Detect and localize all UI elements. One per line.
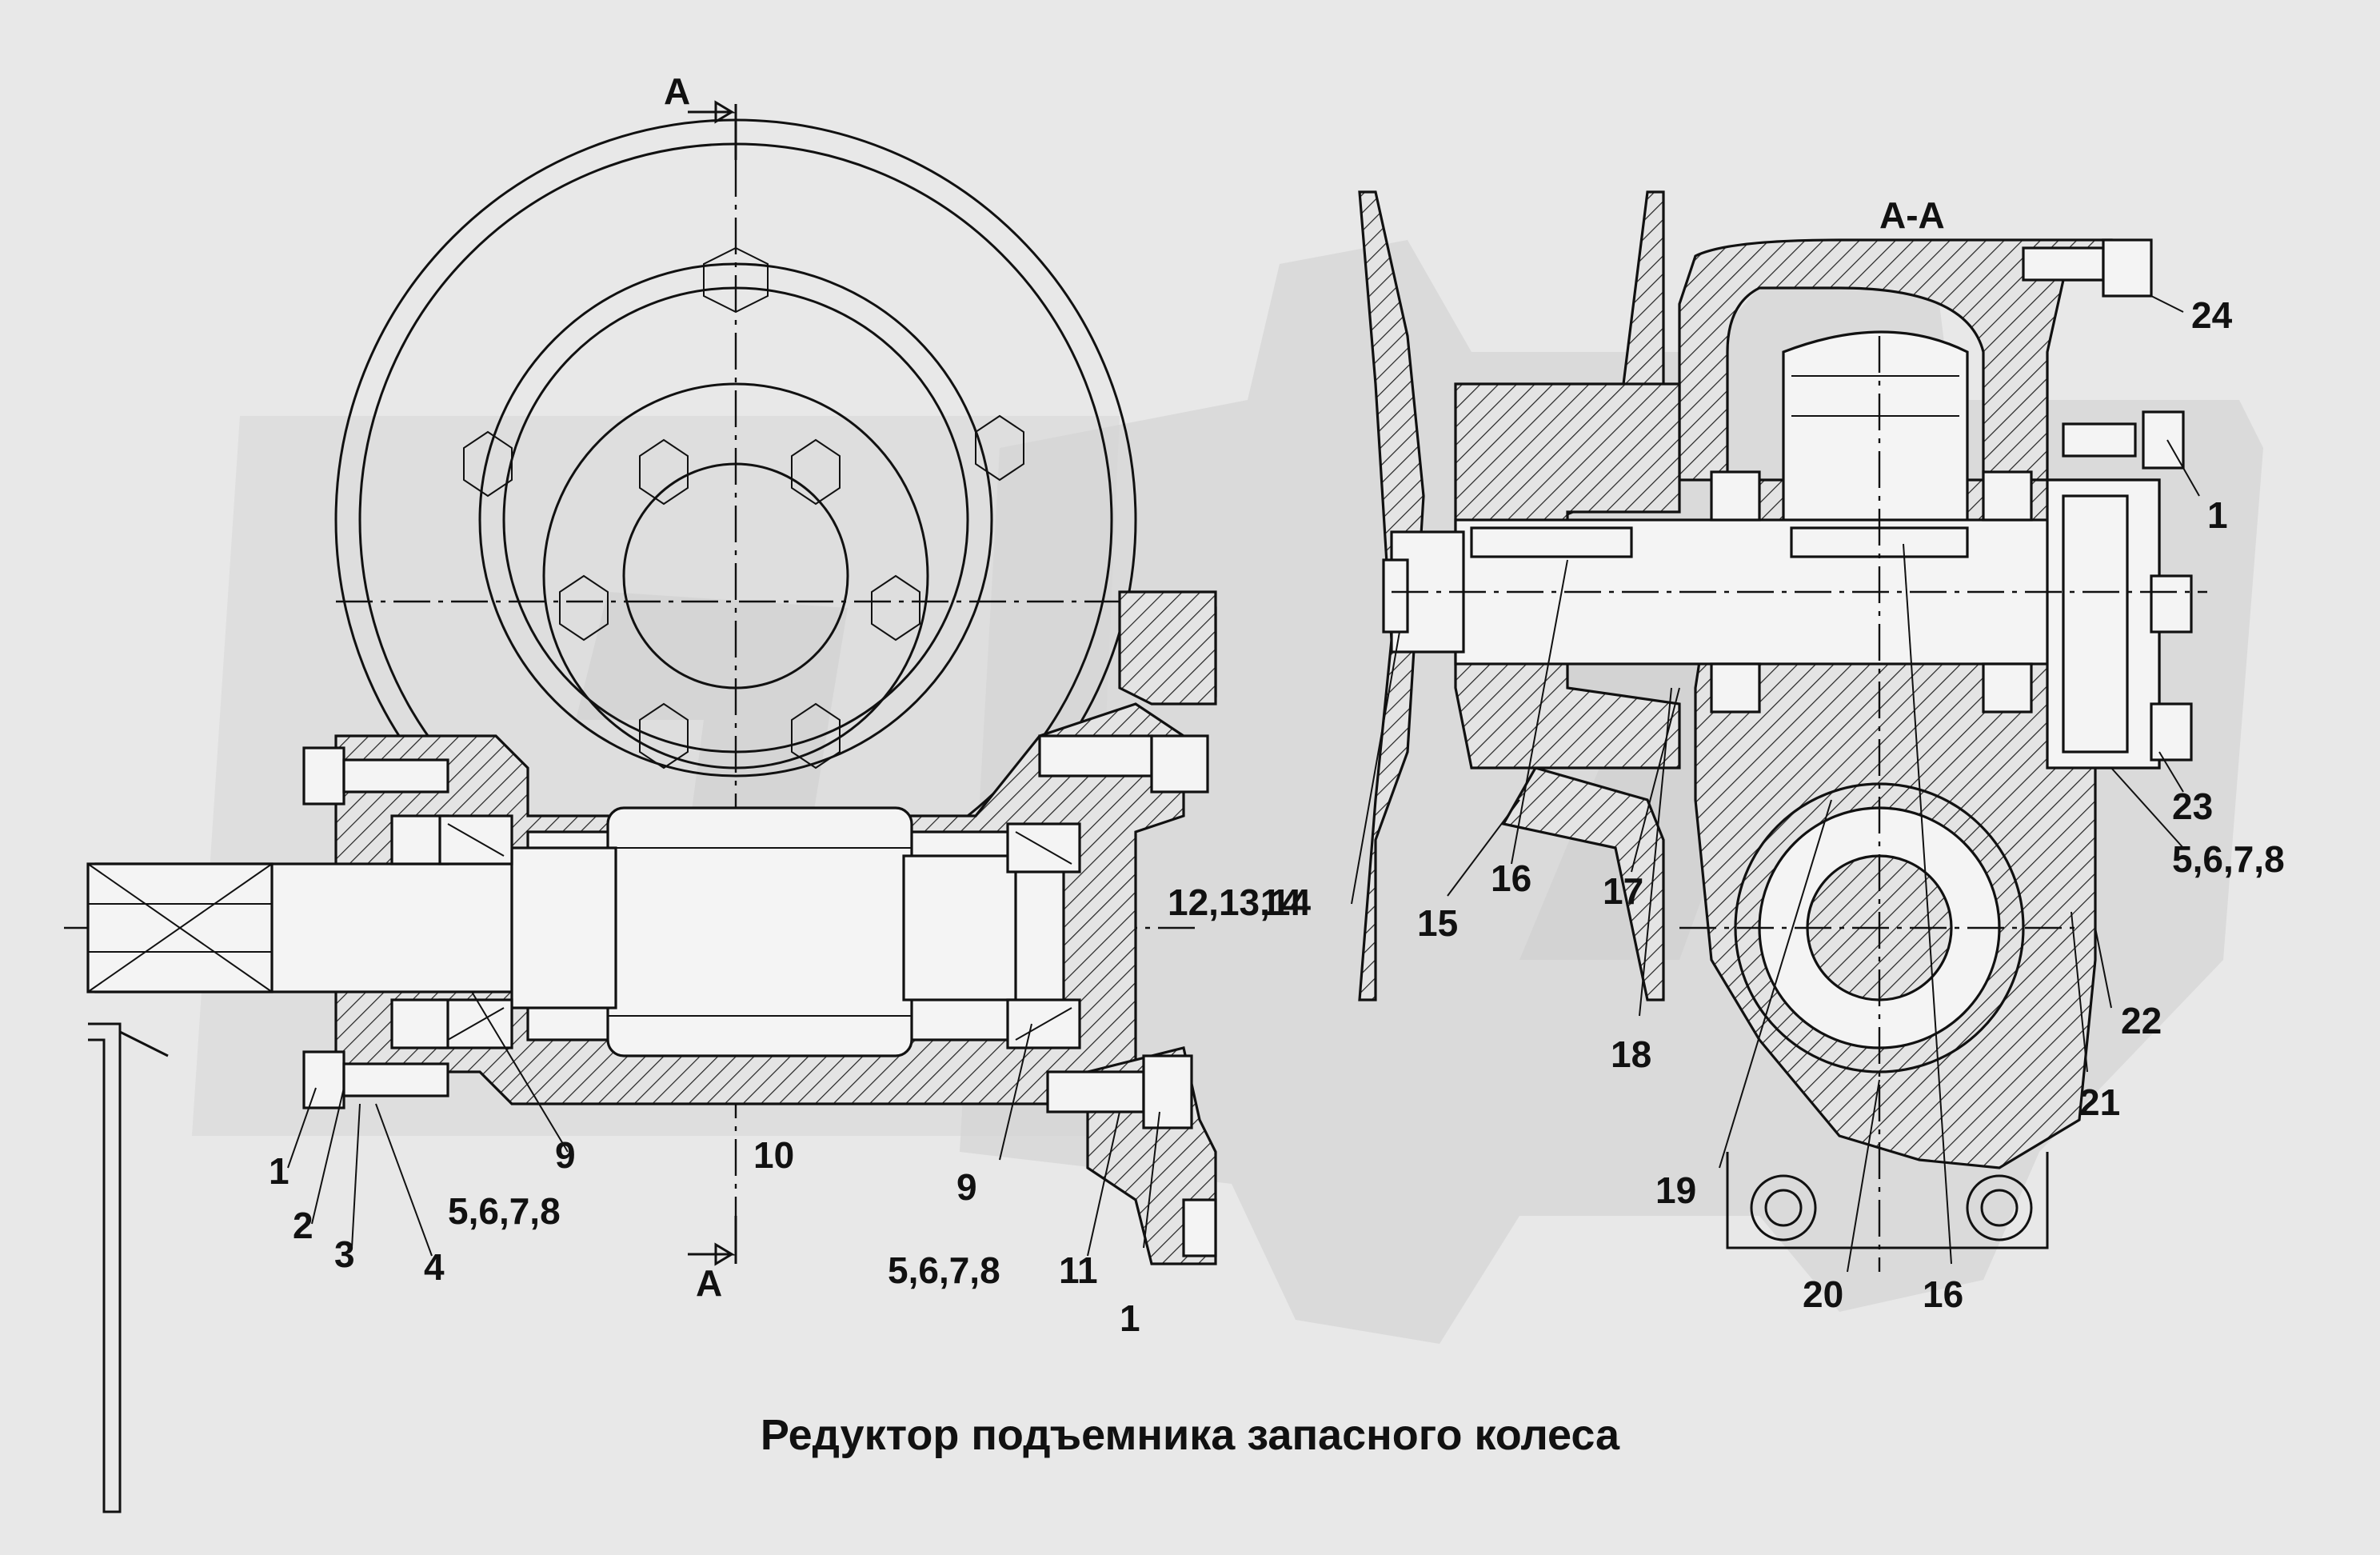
callout-2: 2 [293, 1205, 313, 1246]
callout-10: 10 [753, 1134, 794, 1176]
section-arrow-top [688, 100, 737, 124]
bolt-heads [463, 246, 1024, 770]
callout-1-left: 1 [269, 1150, 290, 1192]
callout-18: 18 [1611, 1033, 1651, 1075]
handle-bracket [88, 1022, 122, 1513]
front-view [64, 100, 1217, 1513]
worm-gear [606, 806, 913, 1057]
callout-14: 14 [1260, 881, 1302, 923]
worm-wheel-crown [1782, 330, 1969, 530]
bearings-right [1006, 822, 1081, 1049]
section-label-a-top: A [664, 70, 690, 112]
callout-20: 20 [1803, 1273, 1843, 1315]
casing-top [1678, 238, 2113, 482]
callout-11: 11 [1059, 1249, 1098, 1291]
callout-12-13-14: 12,13,14 [1168, 881, 1311, 923]
section-view [1358, 190, 2207, 1272]
callout-9-right: 9 [956, 1166, 977, 1208]
callout-5678-left: 5,6,7,8 [448, 1190, 561, 1232]
callout-4: 4 [424, 1246, 445, 1288]
mount-base [1726, 1152, 2049, 1249]
callout-5678-right: 5,6,7,8 [2172, 838, 2285, 880]
callout-19: 19 [1655, 1169, 1696, 1211]
callout-23: 23 [2172, 785, 2213, 827]
callout-1-bottom: 1 [1120, 1297, 1140, 1339]
callout-9-left: 9 [555, 1134, 576, 1176]
callout-15: 15 [1417, 902, 1458, 944]
drawing-caption: Редуктор подъемника запасного колеса [761, 1411, 1620, 1459]
bolts-left-view [302, 606, 1217, 1257]
callout-24: 24 [2191, 294, 2233, 336]
section-label-aa: A-A [1879, 194, 1945, 236]
key-left [1470, 526, 1633, 558]
callout-labels: A A A-A 1 2 3 4 5,6,7,8 9 10 9 5,6,7,8 1… [269, 70, 2285, 1339]
leader-lines [287, 295, 2200, 1273]
callout-5678-mid: 5,6,7,8 [888, 1249, 1000, 1291]
section-label-a-bottom: A [696, 1262, 722, 1304]
shaft-collar-left [510, 846, 617, 1009]
side-lug [1118, 590, 1217, 706]
callout-1-right: 1 [2207, 494, 2228, 536]
drum-flange-right-bottom [1501, 766, 1665, 1001]
callout-16-left: 16 [1491, 857, 1531, 899]
callout-3: 3 [334, 1233, 355, 1275]
callout-17: 17 [1603, 870, 1643, 912]
callout-21: 21 [2079, 1081, 2120, 1123]
section-arrow-bottom [688, 1242, 737, 1266]
callout-16-right: 16 [1923, 1273, 1963, 1315]
shaft-collar-right [902, 854, 1017, 1001]
callout-22: 22 [2121, 1000, 2162, 1041]
bolt-24 [2022, 246, 2105, 282]
